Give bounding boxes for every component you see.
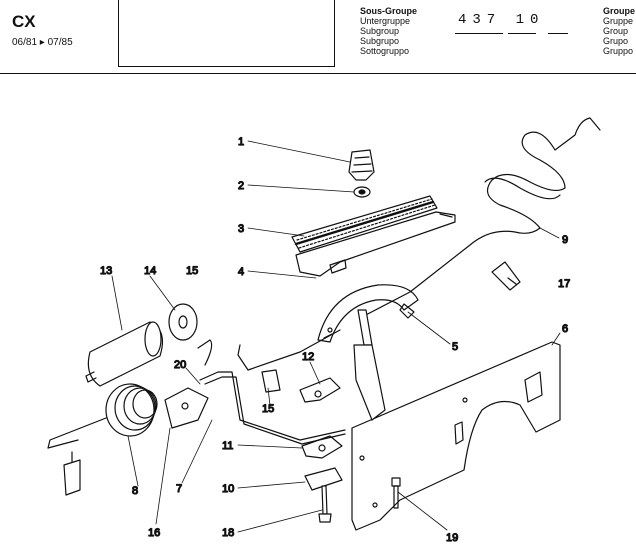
callout-17: 17 xyxy=(558,278,570,290)
group-title-en: Group xyxy=(603,26,629,36)
nut xyxy=(353,186,371,198)
callout-16: 16 xyxy=(148,527,160,539)
callout-15-clip: 15 xyxy=(262,403,274,415)
callout-15-top: 15 xyxy=(186,265,198,277)
code-underline-1 xyxy=(455,33,503,34)
code-underline-3 xyxy=(548,33,568,34)
callout-1: 1 xyxy=(238,136,244,148)
callout-14: 14 xyxy=(144,265,156,277)
header-blank-box xyxy=(118,0,335,67)
bolt xyxy=(318,485,332,523)
mounting-tab xyxy=(63,451,81,496)
callout-19: 19 xyxy=(446,532,458,544)
callout-5: 5 xyxy=(452,341,458,353)
group-title-it: Gruppo xyxy=(603,46,634,56)
leader-lines xyxy=(111,140,561,533)
group-title-es: Grupo xyxy=(603,36,629,46)
subgroup-title-es: Subgrupo xyxy=(360,36,400,46)
side-panel xyxy=(351,341,561,531)
group-title-de: Gruppe xyxy=(603,16,634,26)
subgroup-titles: Sous-Groupe Untergruppe Subgroup Subgrup… xyxy=(360,6,417,56)
spring-bracket xyxy=(164,387,209,429)
subgroup-code: 437 10 xyxy=(458,12,545,28)
subgroup-title-fr: Sous-Groupe xyxy=(360,6,418,16)
code-underline-2 xyxy=(508,33,536,34)
callout-11: 11 xyxy=(222,440,233,452)
screw xyxy=(391,477,401,509)
subgroup-title-en: Subgroup xyxy=(360,26,400,36)
rod-clip xyxy=(261,369,281,393)
gear-knob xyxy=(348,149,375,181)
subgroup-title-it: Sottogruppo xyxy=(360,46,410,56)
callout-10: 10 xyxy=(222,483,234,495)
cable-connector xyxy=(491,261,521,291)
callout-7: 7 xyxy=(176,483,182,495)
callout-9: 9 xyxy=(562,234,568,246)
lower-bracket xyxy=(301,435,343,459)
callout-3: 3 xyxy=(238,223,244,235)
condenser xyxy=(85,321,163,387)
pulley-disc xyxy=(168,303,198,341)
gear-lever-rod xyxy=(353,309,386,421)
callout-12: 12 xyxy=(302,351,314,363)
callout-2: 2 xyxy=(238,180,244,192)
callout-6: 6 xyxy=(562,323,568,335)
header-divider xyxy=(0,73,636,74)
group-titles: Groupe Gruppe Group Grupo Gruppo xyxy=(603,6,635,56)
mounting-plate xyxy=(304,467,343,491)
linkage-rod xyxy=(197,329,346,445)
base-plate xyxy=(295,211,456,277)
subgroup-title-de: Untergruppe xyxy=(360,16,411,26)
coil-spring xyxy=(47,383,158,449)
group-title-fr: Groupe xyxy=(603,6,636,16)
model-code: CX xyxy=(12,12,36,31)
clamp-bracket xyxy=(299,377,341,403)
callout-18: 18 xyxy=(222,527,234,539)
callout-20: 20 xyxy=(174,359,186,371)
production-dates: 06/81 ▸ 07/85 xyxy=(12,37,73,48)
callout-13: 13 xyxy=(100,265,112,277)
callout-4: 4 xyxy=(238,266,244,278)
selector-cable xyxy=(359,117,601,319)
gear-gaiter xyxy=(291,195,438,253)
callout-8: 8 xyxy=(132,485,138,497)
